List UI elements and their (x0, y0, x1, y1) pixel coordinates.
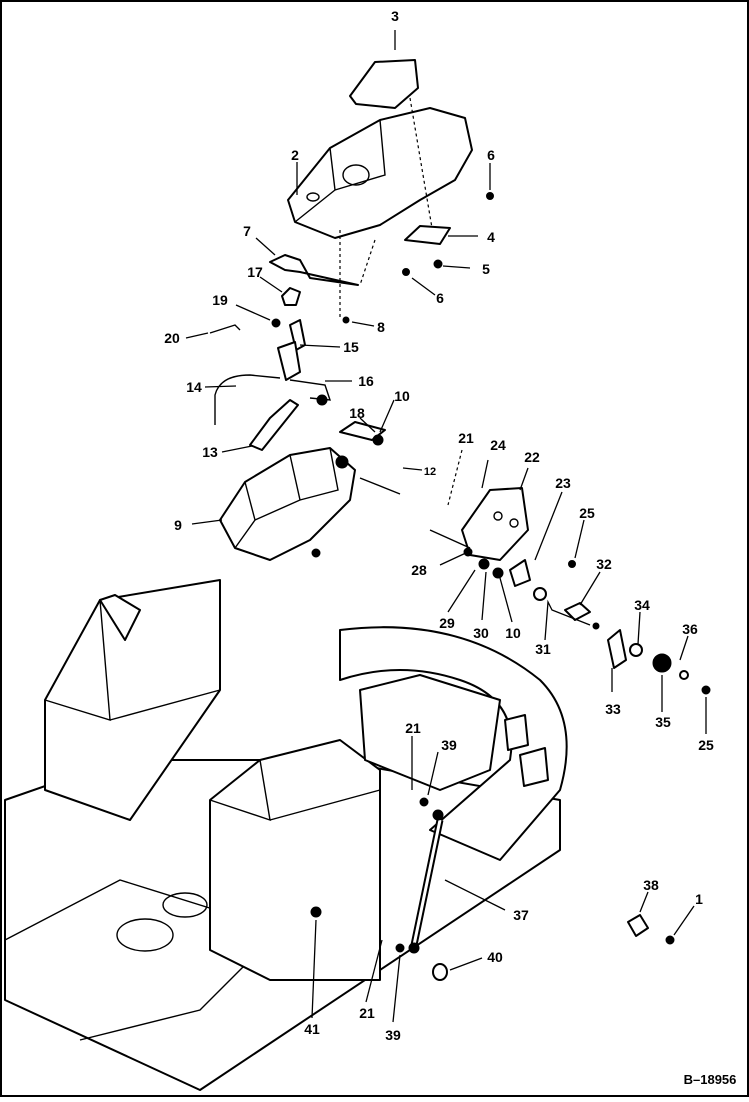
cap-part-3 (349, 59, 419, 109)
callout-9: 9 (174, 517, 182, 533)
callout-7: 7 (243, 223, 251, 239)
callout-33: 33 (605, 701, 621, 717)
callout-10: 10 (505, 625, 521, 641)
callout-17: 17 (247, 264, 263, 280)
callout-21: 21 (458, 430, 474, 446)
callout-labels: 3 2 6 4 5 6 7 8 17 19 20 15 14 16 10 18 … (164, 8, 736, 1087)
callout-23: 23 (555, 475, 571, 491)
knob-part-17 (281, 287, 301, 306)
part-33 (607, 629, 627, 669)
callout-35: 35 (655, 714, 671, 730)
lever-part-13 (249, 399, 299, 451)
part-23 (509, 559, 531, 587)
callout-32: 32 (596, 556, 612, 572)
callout-34: 34 (634, 597, 650, 613)
callout-40: 40 (487, 949, 503, 965)
plate-part-7 (269, 254, 359, 286)
callout-19: 19 (212, 292, 228, 308)
callout-4: 4 (487, 229, 495, 245)
callout-25: 25 (579, 505, 595, 521)
leader-lines (185, 30, 707, 1023)
callout-6: 6 (487, 147, 495, 163)
callout-21: 21 (405, 720, 421, 736)
callout-30: 30 (473, 625, 489, 641)
callout-16: 16 (358, 373, 374, 389)
shaft-assembly (429, 449, 711, 695)
callout-12: 12 (424, 466, 436, 478)
callout-31: 31 (535, 641, 551, 657)
callout-13: 13 (202, 444, 218, 460)
lower-console-part-9 (219, 447, 401, 561)
callout-20: 20 (164, 330, 180, 346)
callout-41: 41 (304, 1021, 320, 1037)
callout-15: 15 (343, 339, 359, 355)
frame-rim (339, 626, 568, 861)
callout-10: 10 (394, 388, 410, 404)
callout-28: 28 (411, 562, 427, 578)
callout-6: 6 (436, 290, 444, 306)
callout-29: 29 (439, 615, 455, 631)
callout-24: 24 (490, 437, 506, 453)
bracket-part-4 (404, 225, 451, 245)
callout-39: 39 (441, 737, 457, 753)
sleeve-part-32 (564, 602, 591, 621)
callout-37: 37 (513, 907, 529, 923)
callout-18: 18 (349, 405, 365, 421)
lever-parts (209, 287, 386, 451)
callout-39: 39 (385, 1027, 401, 1043)
callout-21: 21 (359, 1005, 375, 1021)
machine-frame (4, 579, 675, 1091)
center-block (209, 739, 381, 981)
callout-2: 2 (291, 147, 299, 163)
callout-38: 38 (643, 877, 659, 893)
console-cover-part (269, 59, 494, 324)
callout-36: 36 (682, 621, 698, 637)
callout-3: 3 (391, 8, 399, 24)
callout-22: 22 (524, 449, 540, 465)
callout-14: 14 (186, 379, 202, 395)
callout-8: 8 (377, 319, 385, 335)
callout-25: 25 (698, 737, 714, 753)
callout-1: 1 (695, 891, 703, 907)
figure-id: B–18956 (684, 1072, 737, 1087)
callout-5: 5 (482, 261, 490, 277)
console-cover-part-2 (287, 107, 473, 239)
